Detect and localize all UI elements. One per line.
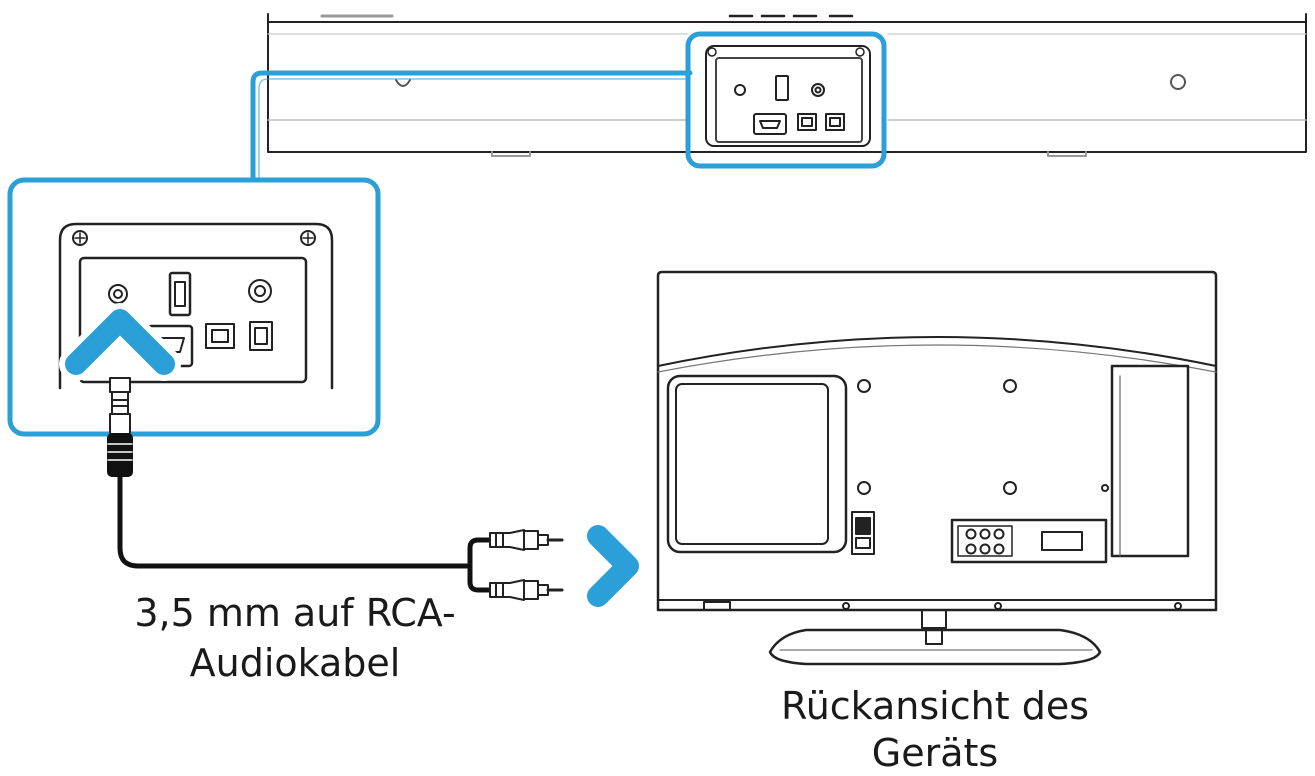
zoom-highlight-box [7, 177, 381, 437]
tv-label-line-1: Rückansicht des [781, 684, 1089, 728]
chevron-right-icon [587, 525, 639, 607]
rca-plug-bottom [489, 579, 564, 601]
zoom-connector-line [250, 70, 693, 181]
rca-plug-top [489, 529, 564, 551]
soundbar [267, 13, 1307, 169]
cable-label-line-1: 3,5 mm auf RCA- [134, 591, 456, 635]
soundbar-port-highlight [685, 31, 887, 169]
aux-cable [107, 377, 564, 601]
tv-label-line-2: Geräts [871, 731, 999, 775]
port-panel-zoom [7, 177, 381, 437]
tv-back [656, 270, 1218, 666]
cable-label-line-2: Audiokabel [189, 641, 401, 685]
